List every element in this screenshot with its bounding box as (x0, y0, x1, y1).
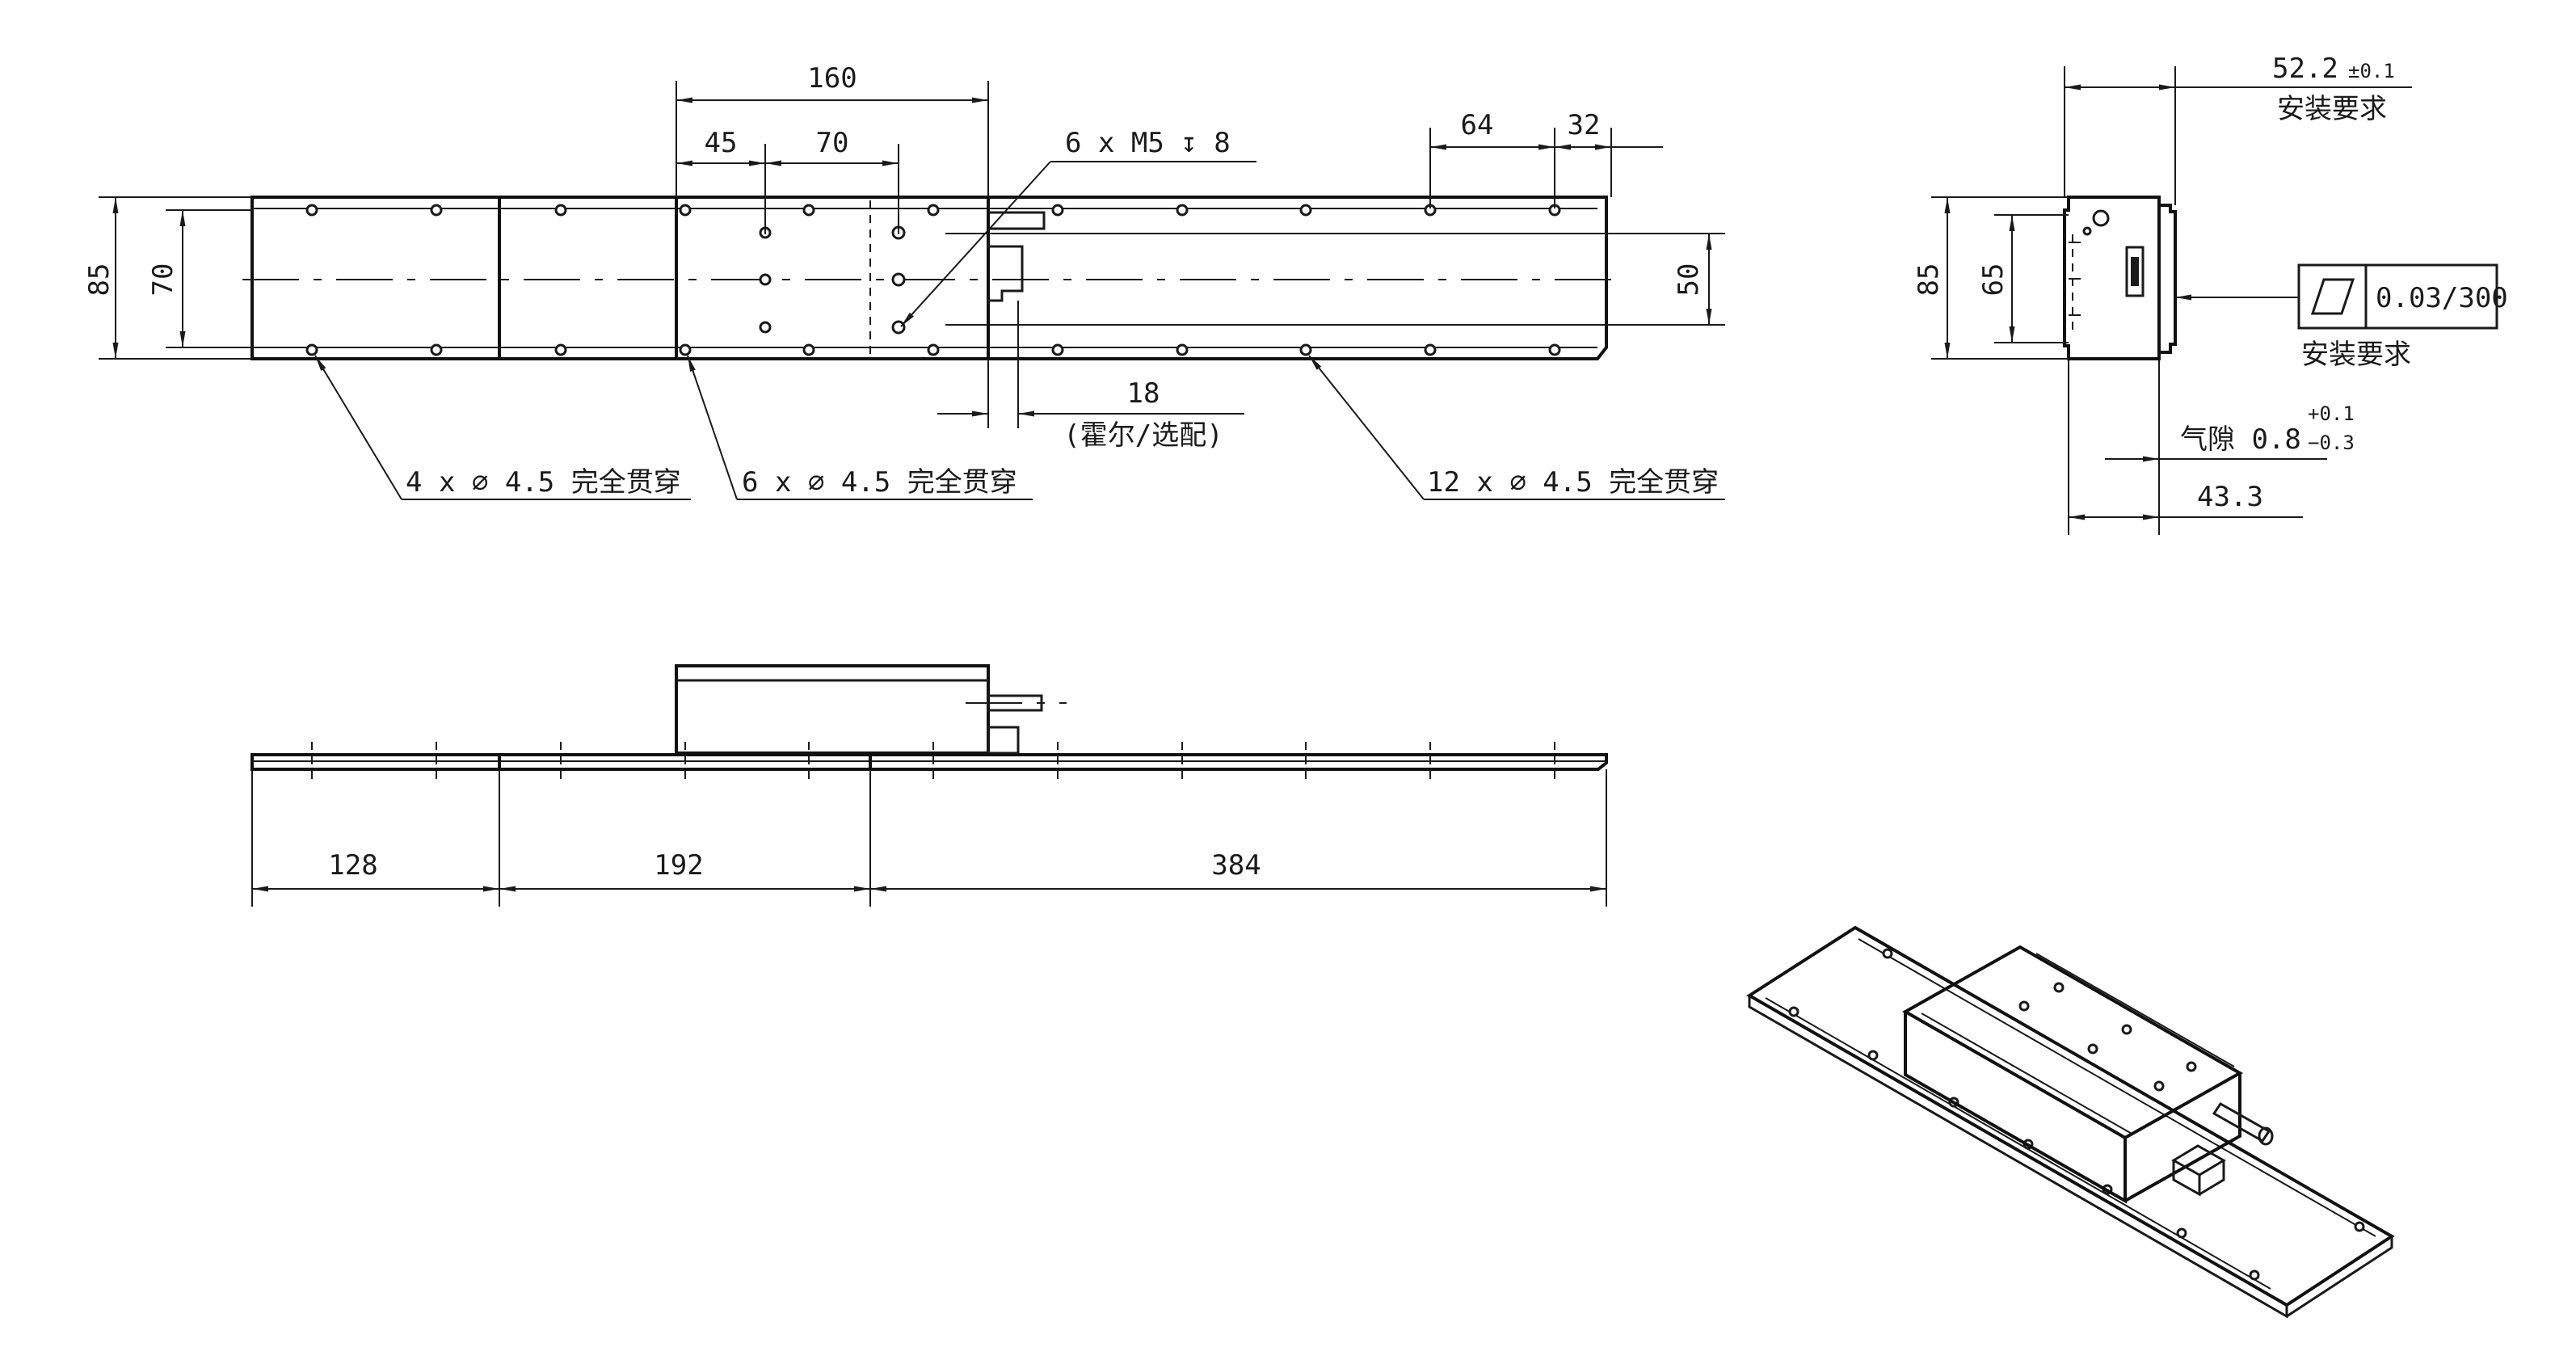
callout-4-holes: 4 x ∅ 4.5 完全贯穿 (314, 355, 691, 500)
dim-50-top: 50 (1606, 233, 1725, 326)
end-dimensions: 85 65 52.2 ±0.1 安装要求 0.03/300 安装要求 气隙 0.… (1913, 53, 2508, 535)
dim-192-label: 192 (654, 849, 703, 882)
install-req-label: 安装要求 (2277, 93, 2387, 125)
dim-384-label: 384 (1211, 849, 1261, 882)
air-gap-label: 气隙 0.8 (2180, 423, 2301, 456)
side-hole-centerlines (311, 742, 1555, 782)
dim-64-label: 64 (1461, 109, 1494, 141)
isometric-view (1746, 925, 2395, 1319)
end-dim-85-label: 85 (1913, 263, 1945, 297)
top-view: 85 70 50 160 45 70 (83, 62, 1725, 500)
dim-160-label: 160 (807, 62, 857, 95)
hall-optional-note: (霍尔/选配) (1063, 419, 1223, 452)
mover-outline (675, 197, 1046, 359)
dim-43-3-label: 43.3 (2197, 481, 2263, 513)
side-view: 128 192 384 (250, 664, 1608, 907)
iso-plate-holes (1788, 948, 2365, 1281)
dim-70b-label: 70 (816, 127, 849, 159)
flatness-req-label: 安装要求 (2301, 339, 2411, 371)
dim-85-top: 85 (83, 196, 252, 360)
dim-128-label: 128 (328, 849, 377, 882)
install-tol-label: ±0.1 (2348, 60, 2395, 82)
dim-64-32: 64 32 (1429, 109, 1663, 208)
side-dimensions: 128 192 384 (251, 769, 1607, 907)
dim-85-label: 85 (83, 263, 116, 297)
callout-6-holes: 6 x ∅ 4.5 完全贯穿 (687, 355, 1033, 500)
air-gap-tol-minus: −0.3 (2308, 432, 2355, 454)
side-stator-plate (250, 753, 1608, 771)
dim-45-label: 45 (705, 127, 738, 159)
note-6-holes: 6 x ∅ 4.5 完全贯穿 (742, 466, 1017, 499)
air-gap-tol-plus: +0.1 (2308, 402, 2355, 425)
flatness-symbol-icon (2310, 278, 2355, 315)
dim-160: 160 (676, 62, 989, 197)
stator-plate-outline (242, 196, 1624, 360)
dim-18-hall: 18 (霍尔/选配) (937, 301, 1244, 452)
end-mover-section (2063, 196, 2177, 360)
dim-50-label: 50 (1673, 263, 1705, 297)
end-dim-65-label: 65 (1977, 263, 2010, 297)
dim-70-top: 70 (147, 209, 252, 348)
callout-tapped-holes: 6 x M5 ↧ 8 (900, 127, 1256, 327)
dim-45-70: 45 70 (676, 127, 899, 234)
iso-hall-sensor (2171, 1144, 2226, 1197)
iso-stator-plate (1746, 925, 2395, 1319)
side-mover-body (675, 664, 1067, 755)
tapped-holes-note: 6 x M5 ↧ 8 (1065, 127, 1231, 159)
iso-cable-port (2212, 1102, 2274, 1146)
flatness-value-label: 0.03/300 (2376, 282, 2508, 314)
dim-32-label: 32 (1568, 109, 1601, 141)
note-12-holes: 12 x ∅ 4.5 完全贯穿 (1427, 466, 1719, 499)
end-view: 85 65 52.2 ±0.1 安装要求 0.03/300 安装要求 气隙 0.… (1913, 53, 2508, 535)
note-4-holes: 4 x ∅ 4.5 完全贯穿 (406, 466, 681, 499)
dim-18-label: 18 (1127, 377, 1160, 410)
install-dim-label: 52.2 (2272, 53, 2338, 85)
callout-12-holes: 12 x ∅ 4.5 完全贯穿 (1308, 355, 1725, 500)
iso-mover-block (1901, 945, 2244, 1204)
dim-70-label: 70 (147, 263, 179, 297)
